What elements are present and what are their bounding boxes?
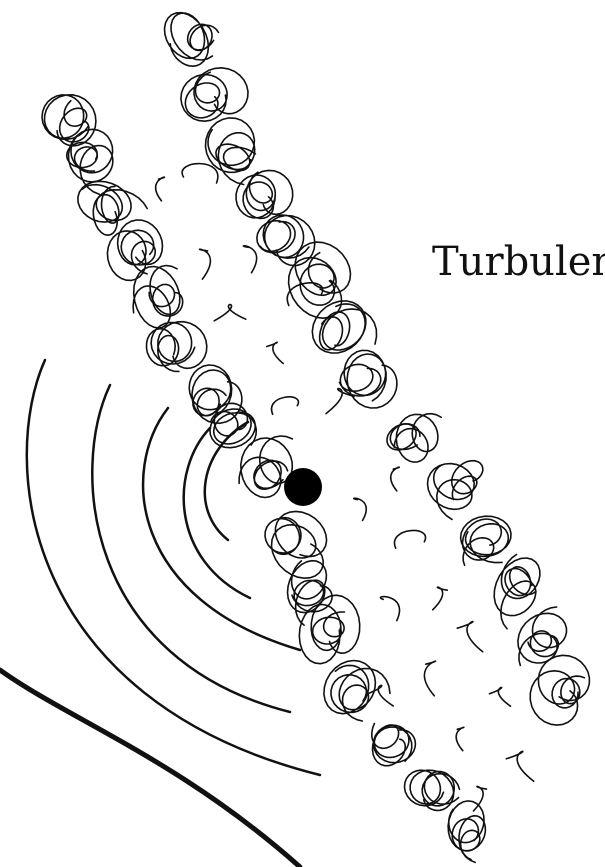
interior-curl xyxy=(456,727,464,750)
interior-curl xyxy=(506,751,533,781)
interior-curl xyxy=(243,246,256,273)
interior-curl xyxy=(391,467,400,491)
interior-curl xyxy=(490,687,511,706)
interior-curl xyxy=(380,597,399,621)
interior-curl xyxy=(272,397,299,414)
interior-curl xyxy=(433,587,448,610)
interior-curl xyxy=(182,164,218,183)
boundary-eddy xyxy=(300,253,334,305)
boundary-eddy xyxy=(257,221,295,253)
interior-curl xyxy=(457,622,482,652)
boundary-eddy xyxy=(344,350,397,408)
boundary-eddy xyxy=(254,460,288,489)
interior-curl xyxy=(200,249,211,279)
boundary-eddy xyxy=(394,414,441,462)
turbulence-label: Turbulen xyxy=(432,239,605,285)
boundary-eddy xyxy=(216,144,256,171)
interior-curl xyxy=(156,177,165,201)
interior-curl xyxy=(424,661,435,696)
boundary-eddy xyxy=(60,101,89,142)
turbulent-jet-plume xyxy=(42,13,589,863)
wave-arc-4 xyxy=(92,385,290,712)
interior-curl xyxy=(214,305,246,321)
interior-curl xyxy=(267,342,283,363)
curved-boundary-line xyxy=(0,670,300,867)
boundary-eddy xyxy=(428,464,475,520)
boundary-eddy xyxy=(147,329,179,372)
boundary-eddy xyxy=(206,118,255,185)
boundary-eddy xyxy=(387,424,420,450)
interior-curl xyxy=(354,498,367,520)
interior-curl xyxy=(394,530,425,548)
central-source-dot xyxy=(284,468,322,506)
boundary-eddy xyxy=(530,655,589,725)
boundary-eddy xyxy=(133,266,180,329)
boundary-eddy xyxy=(331,675,369,721)
boundary-eddy xyxy=(528,631,558,657)
